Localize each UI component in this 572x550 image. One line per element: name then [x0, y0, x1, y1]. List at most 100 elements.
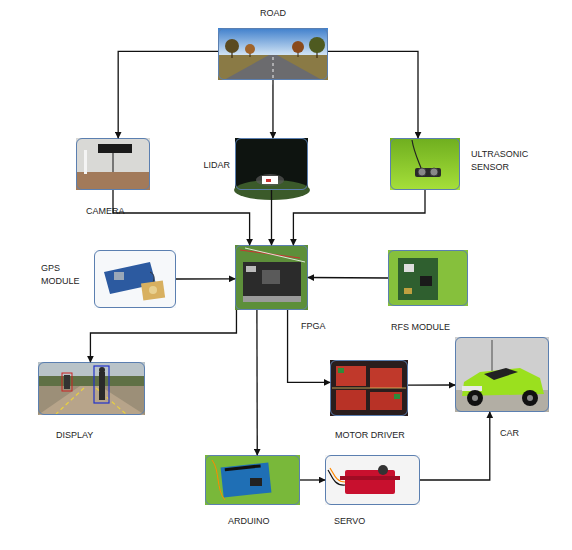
display-photo	[38, 362, 145, 415]
photo-detail	[404, 288, 412, 294]
flow-arrow	[118, 51, 218, 138]
photo-detail	[522, 390, 538, 406]
flow-arrow	[176, 278, 235, 280]
photo-detail	[38, 386, 145, 415]
photo-detail	[462, 386, 482, 391]
photo-detail	[250, 478, 262, 486]
photo-detail	[398, 258, 438, 300]
photo-box: RFS MODULE	[388, 250, 468, 306]
photo-detail	[527, 395, 533, 401]
component-label: DISPLAY	[56, 429, 93, 442]
photo-box: SERVO	[325, 455, 420, 505]
photo-detail	[394, 394, 400, 399]
photo-detail	[262, 270, 280, 284]
flow-arrow	[293, 190, 425, 245]
component-label: CAR	[500, 427, 519, 440]
photo-detail	[98, 144, 132, 153]
photo-detail	[76, 138, 150, 190]
photo-detail	[94, 366, 109, 403]
photo-detail	[256, 174, 284, 186]
photo-detail	[328, 470, 345, 485]
photo-detail	[245, 248, 305, 262]
photo-detail	[336, 366, 366, 386]
photo-detail	[418, 168, 426, 176]
photo-detail	[404, 264, 414, 272]
motor-driver-photo	[330, 360, 408, 416]
photo-box: CAR	[455, 337, 549, 412]
photo-detail	[141, 281, 165, 301]
photo-box: LIDAR	[235, 138, 308, 190]
photo-detail	[455, 337, 549, 412]
flow-arrow	[308, 277, 388, 279]
ultrasonic-photo	[390, 138, 460, 190]
servo-photo	[325, 455, 420, 505]
photo-detail	[336, 390, 366, 410]
component-label: LIDAR	[203, 159, 230, 172]
photo-detail	[370, 392, 402, 410]
photo-detail	[64, 375, 70, 389]
photo-detail	[205, 455, 300, 505]
photo-detail	[266, 179, 271, 182]
photo-box: GPS MODULE	[94, 250, 176, 308]
photo-detail	[412, 140, 421, 168]
photo-detail	[467, 390, 483, 406]
photo-box: MOTOR DRIVER	[330, 360, 408, 416]
photo-detail	[112, 153, 114, 172]
photo-detail	[390, 138, 460, 190]
photo-detail	[292, 41, 304, 53]
component-label: FPGA	[301, 320, 326, 333]
fpga-photo	[235, 245, 308, 310]
photo-detail	[340, 476, 400, 480]
photo-detail	[56, 388, 84, 414]
photo-detail	[212, 460, 225, 500]
photo-box: ARDUINO	[205, 455, 300, 505]
photo-detail	[114, 272, 124, 280]
flow-arrow	[408, 384, 455, 386]
photo-detail	[420, 276, 432, 286]
rfs-photo	[388, 250, 468, 306]
component-label: ROAD	[219, 7, 327, 20]
photo-detail	[338, 368, 344, 373]
photo-detail	[218, 55, 328, 80]
photo-detail	[309, 37, 325, 53]
photo-detail	[218, 28, 328, 56]
photo-box: DISPLAY	[38, 362, 145, 415]
photo-detail	[76, 172, 150, 190]
photo-detail	[345, 470, 395, 494]
photo-detail	[246, 266, 256, 272]
photo-detail	[370, 368, 402, 388]
photo-detail	[38, 386, 145, 415]
flow-arrow	[300, 479, 325, 480]
component-label: MOTOR DRIVER	[335, 429, 405, 442]
photo-detail	[99, 367, 105, 373]
photo-detail	[325, 455, 420, 505]
flow-arrow	[90, 310, 236, 362]
photo-detail	[262, 176, 278, 184]
photo-detail	[330, 360, 408, 416]
photo-detail	[430, 168, 438, 176]
photo-detail	[245, 44, 255, 54]
photo-box: ROAD	[218, 28, 328, 80]
photo-detail	[225, 39, 239, 53]
lidar-photo	[234, 138, 310, 200]
photo-detail	[225, 464, 261, 471]
flow-arrow	[420, 412, 490, 480]
component-label: RFS MODULE	[391, 321, 450, 334]
photo-detail	[332, 388, 406, 389]
photo-detail	[62, 373, 72, 391]
photo-detail	[472, 395, 478, 401]
road-photo	[218, 28, 328, 80]
component-label: ARDUINO	[228, 515, 270, 528]
photo-detail	[484, 368, 518, 380]
photo-detail	[388, 250, 468, 306]
component-label: ULTRASONIC SENSOR	[471, 148, 535, 174]
component-label: SERVO	[334, 515, 365, 528]
arduino-photo	[205, 455, 300, 505]
camera-photo	[76, 138, 150, 190]
flow-arrow	[113, 190, 250, 245]
photo-box: CAMERA	[76, 138, 150, 190]
photo-detail	[149, 286, 157, 294]
